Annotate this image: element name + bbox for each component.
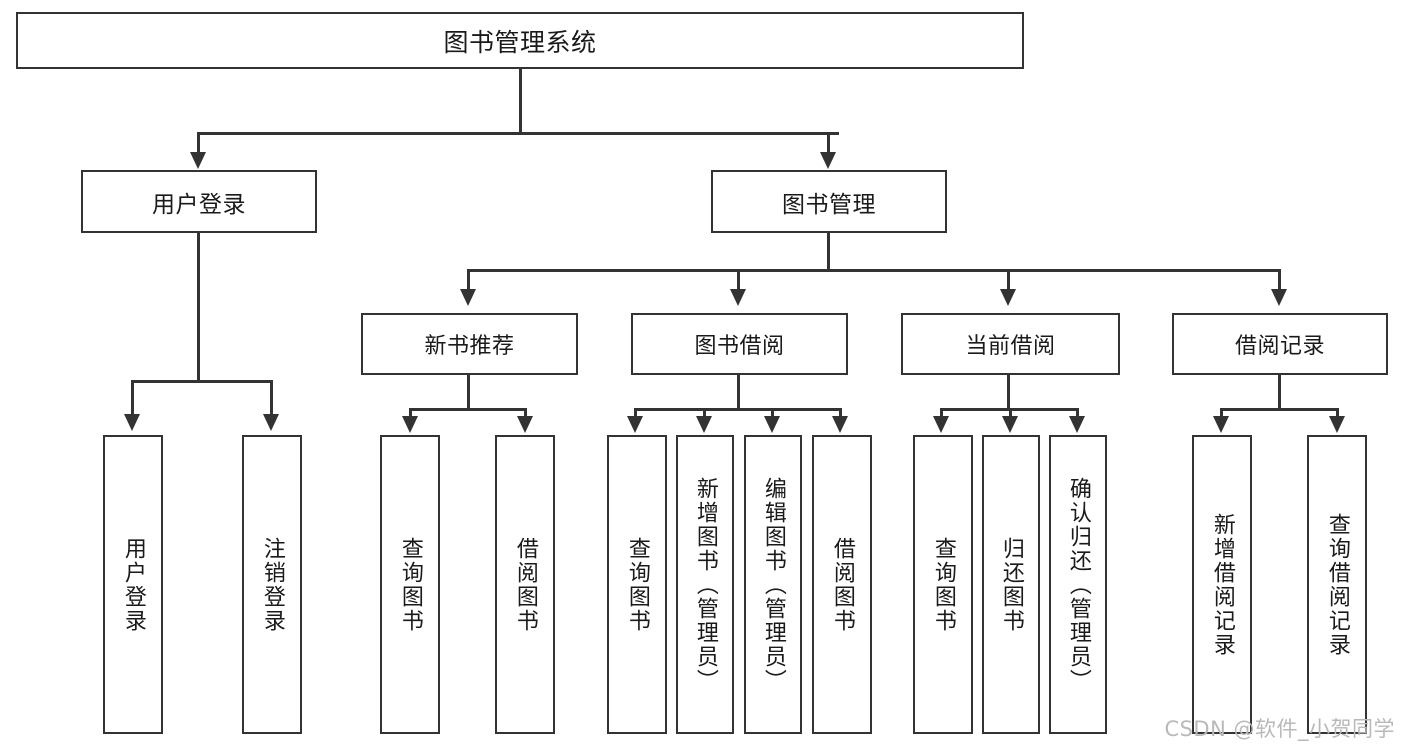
leaf-newbook-borrow-book[interactable]: 借阅图书 xyxy=(495,435,555,734)
arrow-record-to-leaf1 xyxy=(1213,416,1229,433)
leaf-label: 查询借阅记录 xyxy=(1324,512,1350,657)
connector-record-stem xyxy=(1278,375,1281,411)
leaf-label: 查询图书 xyxy=(624,536,650,633)
connector-userlogin-to-leaf2 xyxy=(270,380,273,418)
connector-record-to-leaf1 xyxy=(1220,408,1223,420)
connector-newbook-to-leaf2 xyxy=(524,408,527,420)
connector-borrow-to-leaf1 xyxy=(634,408,637,420)
arrow-borrow-to-leaf4 xyxy=(832,416,848,433)
connector-bookmgmt-to-current xyxy=(1007,269,1010,293)
arrow-current-to-leaf2 xyxy=(1002,416,1018,433)
leaf-record-add-record[interactable]: 新增借阅记录 xyxy=(1192,435,1252,734)
leaf-label: 确认归还（管理员） xyxy=(1065,476,1091,693)
connector-userlogin-bar xyxy=(131,380,272,383)
arrow-current-to-leaf1 xyxy=(933,416,949,433)
connector-userlogin-stem xyxy=(197,233,200,383)
arrow-borrow-to-leaf3 xyxy=(764,416,780,433)
connector-record-to-leaf2 xyxy=(1336,408,1339,420)
arrow-userlogin-to-leaf2 xyxy=(263,414,279,431)
arrow-borrow-to-leaf1 xyxy=(627,416,643,433)
leaf-label: 新增图书（管理员） xyxy=(692,476,718,693)
leaf-borrow-borrow-book[interactable]: 借阅图书 xyxy=(812,435,872,734)
leaf-current-confirm-return-admin[interactable]: 确认归还（管理员） xyxy=(1049,435,1107,734)
leaf-borrow-edit-book-admin[interactable]: 编辑图书（管理员） xyxy=(744,435,802,734)
node-book-borrow[interactable]: 图书借阅 xyxy=(631,313,848,375)
leaf-label: 注销登录 xyxy=(259,536,285,633)
arrow-record-to-leaf2 xyxy=(1329,416,1345,433)
node-borrow-record[interactable]: 借阅记录 xyxy=(1172,313,1388,375)
connector-borrow-to-leaf3 xyxy=(771,408,774,420)
arrow-newbook-to-leaf1 xyxy=(402,416,418,433)
arrow-bookmgmt-to-current xyxy=(1000,289,1016,306)
node-user-login[interactable]: 用户登录 xyxy=(81,170,317,233)
connector-borrow-stem xyxy=(737,375,740,411)
connector-current-to-leaf1 xyxy=(940,408,943,420)
connector-bookmgmt-to-record xyxy=(1278,269,1281,293)
node-current-borrow[interactable]: 当前借阅 xyxy=(901,313,1120,375)
leaf-record-query-record[interactable]: 查询借阅记录 xyxy=(1307,435,1367,734)
leaf-current-query-book[interactable]: 查询图书 xyxy=(913,435,973,734)
arrow-borrow-to-leaf2 xyxy=(696,416,712,433)
connector-root-stem xyxy=(519,69,522,134)
connector-bookmgmt-to-borrow xyxy=(737,269,740,293)
leaf-current-return-book[interactable]: 归还图书 xyxy=(982,435,1040,734)
connector-newbook-stem xyxy=(467,375,470,411)
leaf-borrow-query-book[interactable]: 查询图书 xyxy=(607,435,667,734)
connector-bookmgmt-stem xyxy=(827,233,830,272)
leaf-label: 查询图书 xyxy=(930,536,956,633)
connector-userlogin-to-leaf1 xyxy=(131,380,134,418)
connector-bookmgmt-bar xyxy=(467,269,1281,272)
connector-current-stem xyxy=(1007,375,1010,411)
connector-newbook-bar xyxy=(409,408,527,411)
leaf-label: 用户登录 xyxy=(120,536,146,633)
leaf-newbook-query-book[interactable]: 查询图书 xyxy=(380,435,440,734)
leaf-label: 归还图书 xyxy=(998,536,1024,633)
connector-borrow-bar xyxy=(634,408,842,411)
leaf-label: 借阅图书 xyxy=(512,536,538,633)
connector-current-to-leaf2 xyxy=(1009,408,1012,420)
connector-root-to-userlogin xyxy=(197,132,200,156)
arrow-bookmgmt-to-newbook xyxy=(460,289,476,306)
connector-bookmgmt-to-newbook xyxy=(467,269,470,293)
leaf-user-logout[interactable]: 注销登录 xyxy=(242,435,302,734)
connector-root-to-bookmgmt xyxy=(827,132,830,156)
connector-newbook-to-leaf1 xyxy=(409,408,412,420)
arrow-bookmgmt-to-borrow xyxy=(730,289,746,306)
leaf-label: 编辑图书（管理员） xyxy=(760,476,786,693)
node-book-management[interactable]: 图书管理 xyxy=(711,170,947,233)
connector-current-to-leaf3 xyxy=(1076,408,1079,420)
arrow-userlogin-to-leaf1 xyxy=(124,414,140,431)
connector-borrow-to-leaf4 xyxy=(839,408,842,420)
leaf-user-login[interactable]: 用户登录 xyxy=(103,435,163,734)
leaf-label: 新增借阅记录 xyxy=(1209,512,1235,657)
arrow-current-to-leaf3 xyxy=(1069,416,1085,433)
arrow-root-to-userlogin xyxy=(190,152,206,169)
arrow-root-to-bookmgmt xyxy=(820,152,836,169)
node-root-system[interactable]: 图书管理系统 xyxy=(16,12,1024,69)
connector-root-bar xyxy=(197,132,839,135)
arrow-newbook-to-leaf2 xyxy=(517,416,533,433)
leaf-label: 借阅图书 xyxy=(829,536,855,633)
leaf-label: 查询图书 xyxy=(397,536,423,633)
leaf-borrow-add-book-admin[interactable]: 新增图书（管理员） xyxy=(676,435,734,734)
connector-borrow-to-leaf2 xyxy=(703,408,706,420)
arrow-bookmgmt-to-record xyxy=(1271,289,1287,306)
connector-record-bar xyxy=(1220,408,1339,411)
node-new-book-recommend[interactable]: 新书推荐 xyxy=(361,313,578,375)
